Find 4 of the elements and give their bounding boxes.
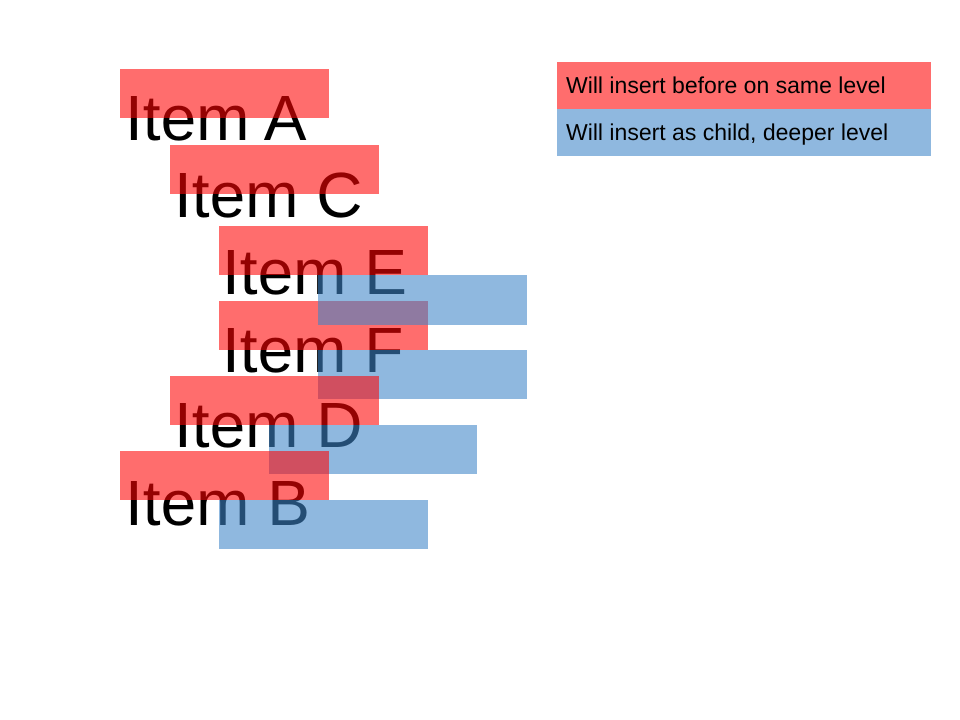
item-label: Item D	[174, 402, 362, 448]
legend-text: Will insert as child, deeper level	[566, 121, 888, 144]
legend-text: Will insert before on same level	[566, 74, 886, 97]
item-label: Item F	[222, 327, 404, 373]
